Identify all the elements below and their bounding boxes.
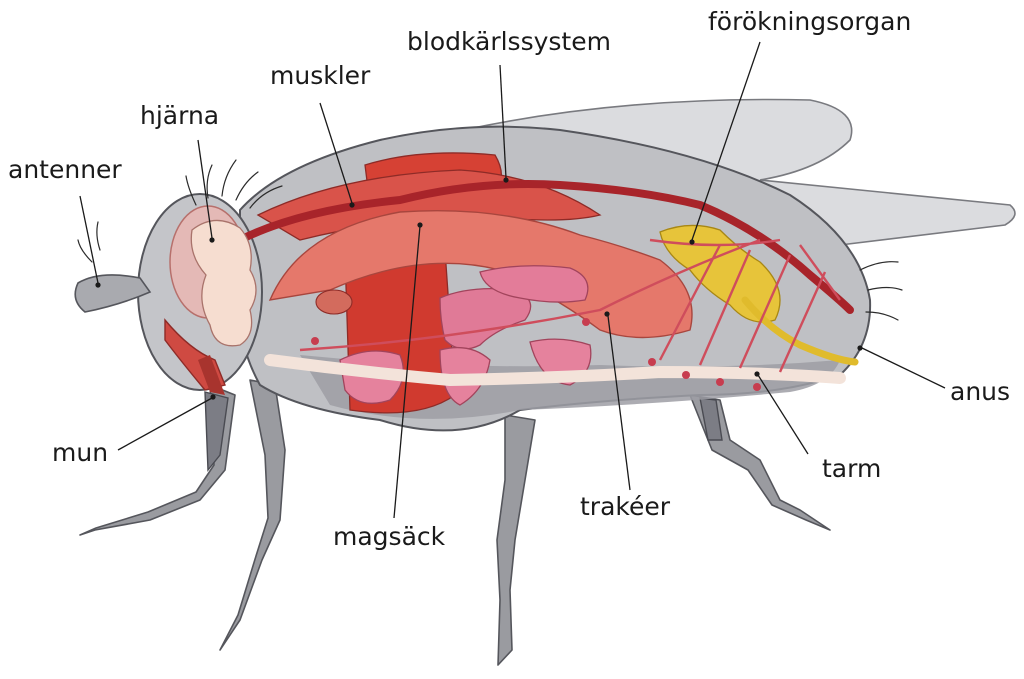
leader-antenner xyxy=(80,196,98,283)
leader-dot-magsack xyxy=(417,222,422,227)
label-antenner: antenner xyxy=(8,155,122,184)
leader-dot-blodkarlssystem xyxy=(503,177,508,182)
leader-dot-forokningsorgan xyxy=(689,239,694,244)
label-forokningsorgan: förökningsorgan xyxy=(708,7,911,36)
label-blodkarlssystem: blodkärlssystem xyxy=(407,27,611,56)
label-magsack: magsäck xyxy=(333,522,446,551)
label-anus: anus xyxy=(950,377,1010,406)
label-hjarna: hjärna xyxy=(140,101,219,130)
label-trakeer: trakéer xyxy=(580,492,671,521)
leader-dot-muskler xyxy=(349,202,354,207)
leader-anus xyxy=(862,348,945,388)
leader-dot-hjarna xyxy=(209,237,214,242)
label-mun: mun xyxy=(52,438,108,467)
leader-mun xyxy=(118,398,212,450)
leader-dot-antenner xyxy=(95,282,100,287)
leader-dot-tarm xyxy=(754,371,759,376)
label-muskler: muskler xyxy=(270,61,371,90)
label-tarm: tarm xyxy=(822,454,881,483)
leader-dot-trakeer xyxy=(604,311,609,316)
leader-dot-mun xyxy=(210,394,215,399)
salivary-gland xyxy=(316,290,352,314)
leader-dot-anus xyxy=(857,345,862,350)
